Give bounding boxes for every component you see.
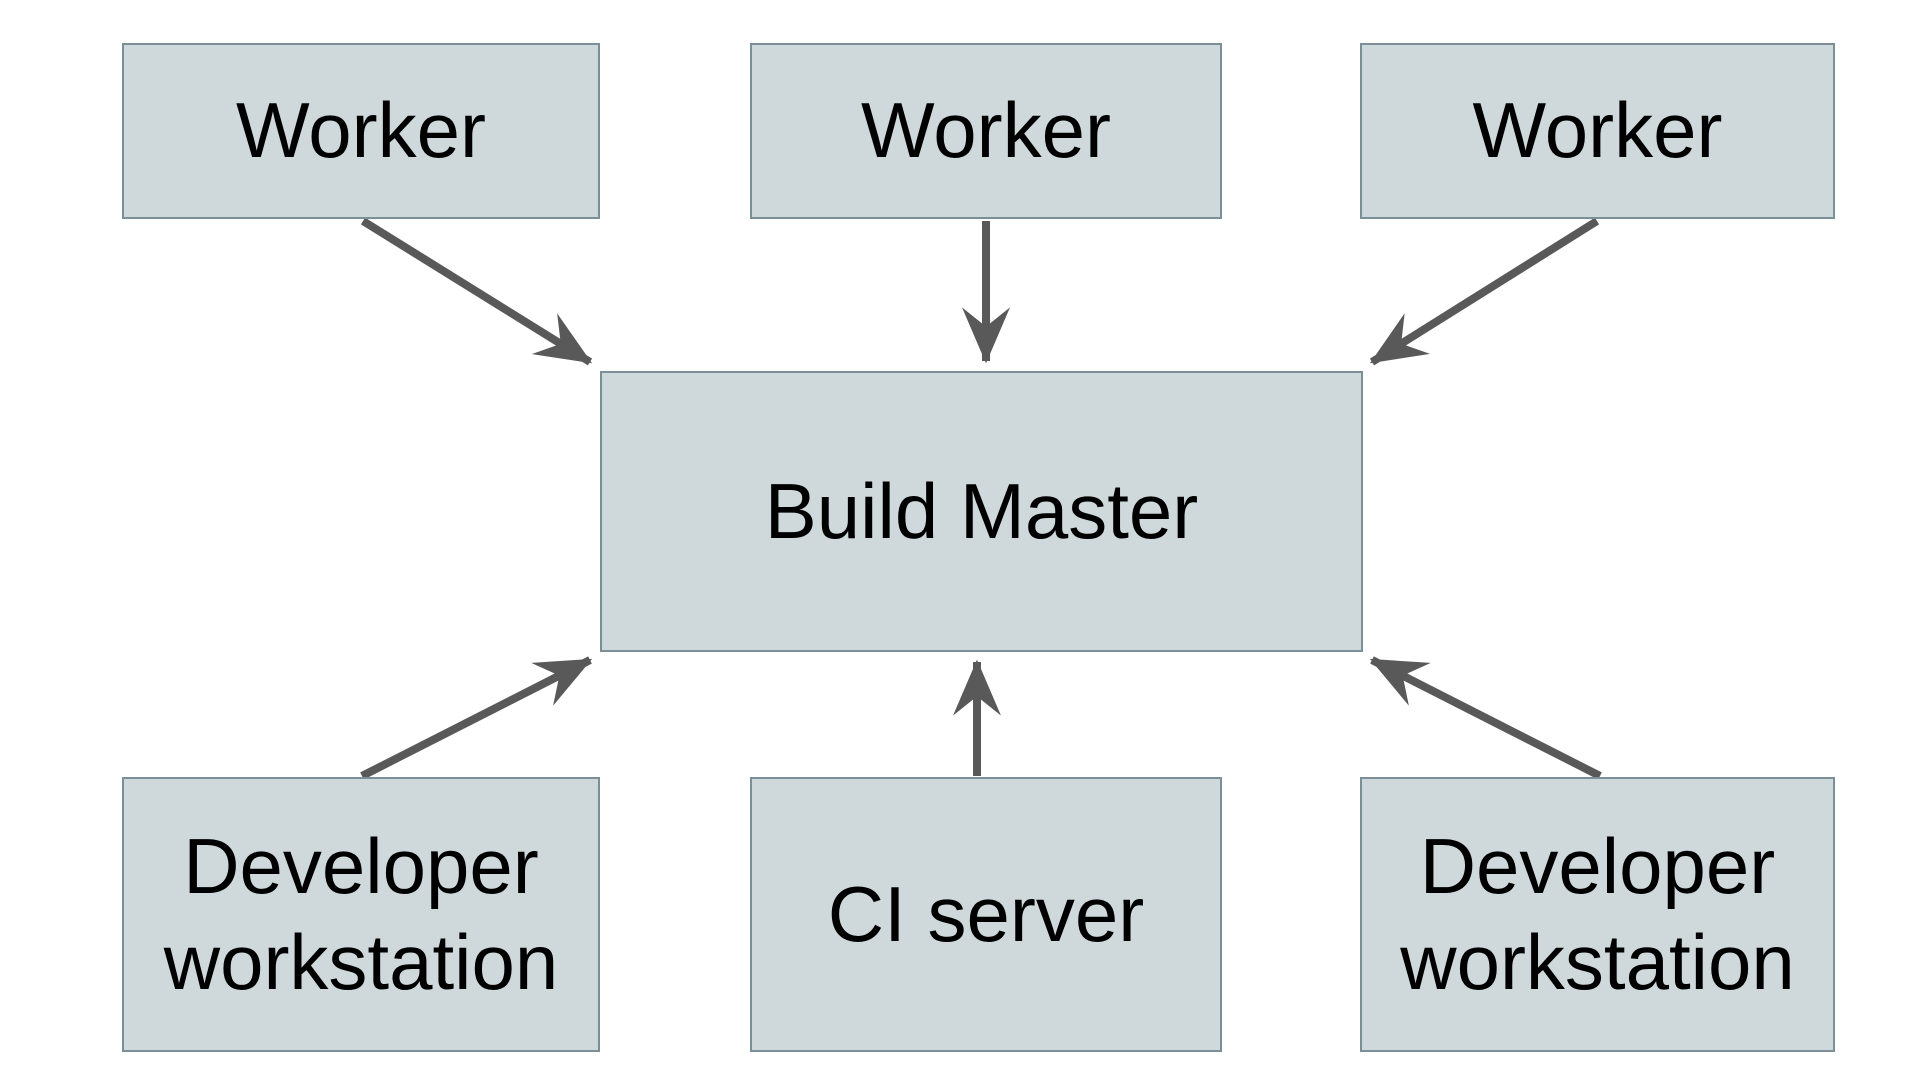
node-developer-workstation-left: Developer workstation <box>122 777 600 1052</box>
node-label: Developer workstation <box>163 822 559 1006</box>
node-label: Worker <box>861 86 1111 175</box>
node-worker-3: Worker <box>1360 43 1835 219</box>
edge-worker-1-to-build-master <box>360 217 593 366</box>
node-worker-2: Worker <box>750 43 1222 219</box>
node-label: Developer workstation <box>1400 822 1795 1006</box>
node-label: CI server <box>827 869 1145 958</box>
node-build-master: Build Master <box>600 371 1363 652</box>
node-developer-workstation-right: Developer workstation <box>1360 777 1835 1052</box>
node-label: Build Master <box>764 466 1199 555</box>
edge-developer-workstation-right-to-build-master <box>1369 656 1602 780</box>
edge-developer-workstation-left-to-build-master <box>360 656 593 780</box>
node-label: Worker <box>1472 86 1723 175</box>
node-worker-1: Worker <box>122 43 600 219</box>
node-label: Worker <box>236 86 486 175</box>
edge-worker-3-to-build-master <box>1369 217 1600 366</box>
node-ci-server: CI server <box>750 777 1222 1052</box>
